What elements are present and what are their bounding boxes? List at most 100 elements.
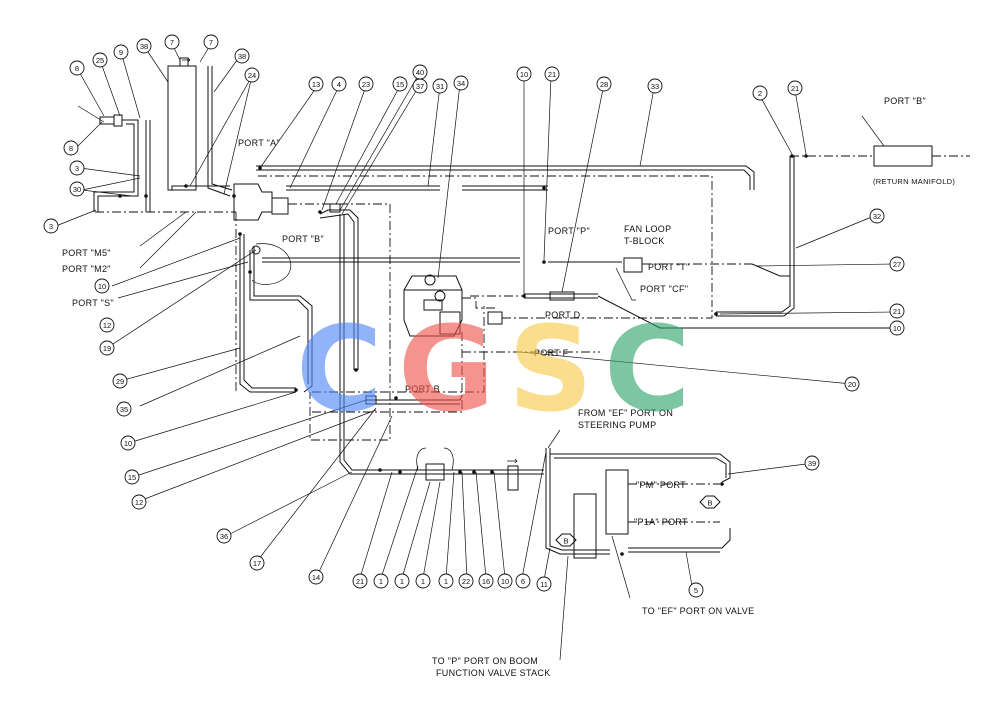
callout-24 <box>244 67 260 83</box>
callout-25 <box>92 52 108 68</box>
hose-10 <box>262 257 520 263</box>
callout-21d-label: 21 <box>356 577 364 586</box>
manifold-block <box>233 183 273 221</box>
label-pm-port: "PM" PORT <box>636 480 686 490</box>
callout-25-label: 25 <box>96 56 104 65</box>
callout-1b-label: 1 <box>400 577 404 586</box>
callout-13 <box>308 76 324 92</box>
label-to-p-line1: TO "P" PORT ON BOOM <box>432 656 538 666</box>
callout-32 <box>869 208 885 224</box>
callout-21d <box>352 573 368 589</box>
callout-23 <box>358 76 374 92</box>
label-port-a: PORT "A" <box>238 138 280 148</box>
callout-7a-label: 7 <box>170 38 174 47</box>
callout-27 <box>889 256 905 272</box>
callout-38b-label: 38 <box>238 52 246 61</box>
callout-8a-label: 8 <box>75 64 79 73</box>
callout-39-label: 39 <box>808 459 816 468</box>
callout-6 <box>515 573 531 589</box>
callout-1c <box>415 573 431 589</box>
callout-33-label: 33 <box>651 82 659 91</box>
callout-3a-label: 3 <box>75 164 79 173</box>
watermark-letter-c2: C <box>604 300 691 438</box>
hex-marker-b-2-label: B <box>707 499 712 508</box>
callout-17-label: 17 <box>253 559 261 568</box>
callout-8a <box>69 60 85 76</box>
hose-15 <box>366 395 463 405</box>
callout-12a <box>99 317 115 333</box>
label-return-manifold: (RETURN MANIFOLD) <box>873 177 955 186</box>
watermark-letter-c1: C <box>296 300 383 438</box>
callout-8b <box>63 140 79 156</box>
label-port-b-top: PORT "B" <box>282 234 324 244</box>
callout-40-label: 40 <box>416 68 424 77</box>
callout-9-label: 9 <box>119 48 123 57</box>
callout-2-label: 2 <box>758 89 762 98</box>
callout-36 <box>216 528 232 544</box>
fitting-6 <box>507 465 519 491</box>
fitting-dots <box>118 154 808 556</box>
callout-10a-label: 10 <box>520 70 528 79</box>
label-from-ef-line2: STEERING PUMP <box>578 420 656 430</box>
callout-33 <box>647 78 663 94</box>
label-p1a-port: "P1A" PORT <box>634 517 688 527</box>
callout-11-label: 11 <box>540 580 548 589</box>
callout-27-label: 27 <box>893 260 901 269</box>
callout-38b <box>234 48 250 64</box>
label-port-s: PORT "S" <box>72 298 114 308</box>
callout-7a <box>164 34 180 50</box>
label-fan-loop: FAN LOOP <box>624 224 671 234</box>
callout-15a-label: 15 <box>396 80 404 89</box>
callout-5-label: 5 <box>694 586 698 595</box>
callout-19-label: 19 <box>103 344 111 353</box>
callout-37-label: 37 <box>416 82 424 91</box>
callout-39 <box>804 455 820 471</box>
leader-lines <box>55 43 897 587</box>
watermark-letter-s: S <box>508 300 593 438</box>
callout-21c-label: 21 <box>893 307 901 316</box>
callout-29 <box>112 373 128 389</box>
label-port-d: PORT D <box>545 310 581 320</box>
callout-20 <box>844 376 860 392</box>
callout-28 <box>596 76 612 92</box>
hose-5 <box>628 528 731 549</box>
watermark-letter-g: G <box>398 300 495 438</box>
tee-block-1 <box>425 463 445 481</box>
valve-body-left <box>573 493 597 559</box>
callout-38a-label: 38 <box>140 42 148 51</box>
callout-3b <box>43 218 59 234</box>
callout-21a <box>544 66 560 82</box>
callout-10d-label: 10 <box>124 439 132 448</box>
hose-30 <box>97 119 139 212</box>
callout-17 <box>249 555 265 571</box>
hose-29 <box>253 246 313 393</box>
fitting-40 <box>329 203 341 213</box>
callout-10c-label: 10 <box>98 282 106 291</box>
pilot-line-b <box>312 306 485 393</box>
callout-23-label: 23 <box>362 80 370 89</box>
callout-10e-label: 10 <box>501 577 509 586</box>
callout-29-label: 29 <box>116 377 124 386</box>
return-manifold <box>873 145 933 167</box>
callout-30 <box>69 181 85 197</box>
pilot-loop <box>258 175 713 306</box>
callout-4 <box>331 76 347 92</box>
callout-10b-label: 10 <box>893 324 901 333</box>
callout-15a <box>392 76 408 92</box>
label-to-p-line2: FUNCTION VALVE STACK <box>436 668 551 678</box>
callout-16 <box>478 573 494 589</box>
label-port-p: PORT "P" <box>548 226 590 236</box>
label-port-b-lower: PORT B <box>405 384 440 394</box>
callout-14 <box>308 569 324 585</box>
label-port-t: PORT "T" <box>648 262 689 272</box>
label-port-m2: PORT "M2" <box>62 264 111 274</box>
flow-arrow-icon <box>182 57 191 63</box>
filter-7 <box>167 65 197 191</box>
callout-2 <box>752 85 768 101</box>
callout-12b <box>131 494 147 510</box>
callout-21b-label: 21 <box>791 84 799 93</box>
callout-35 <box>116 401 132 417</box>
callout-34-label: 34 <box>457 79 465 88</box>
